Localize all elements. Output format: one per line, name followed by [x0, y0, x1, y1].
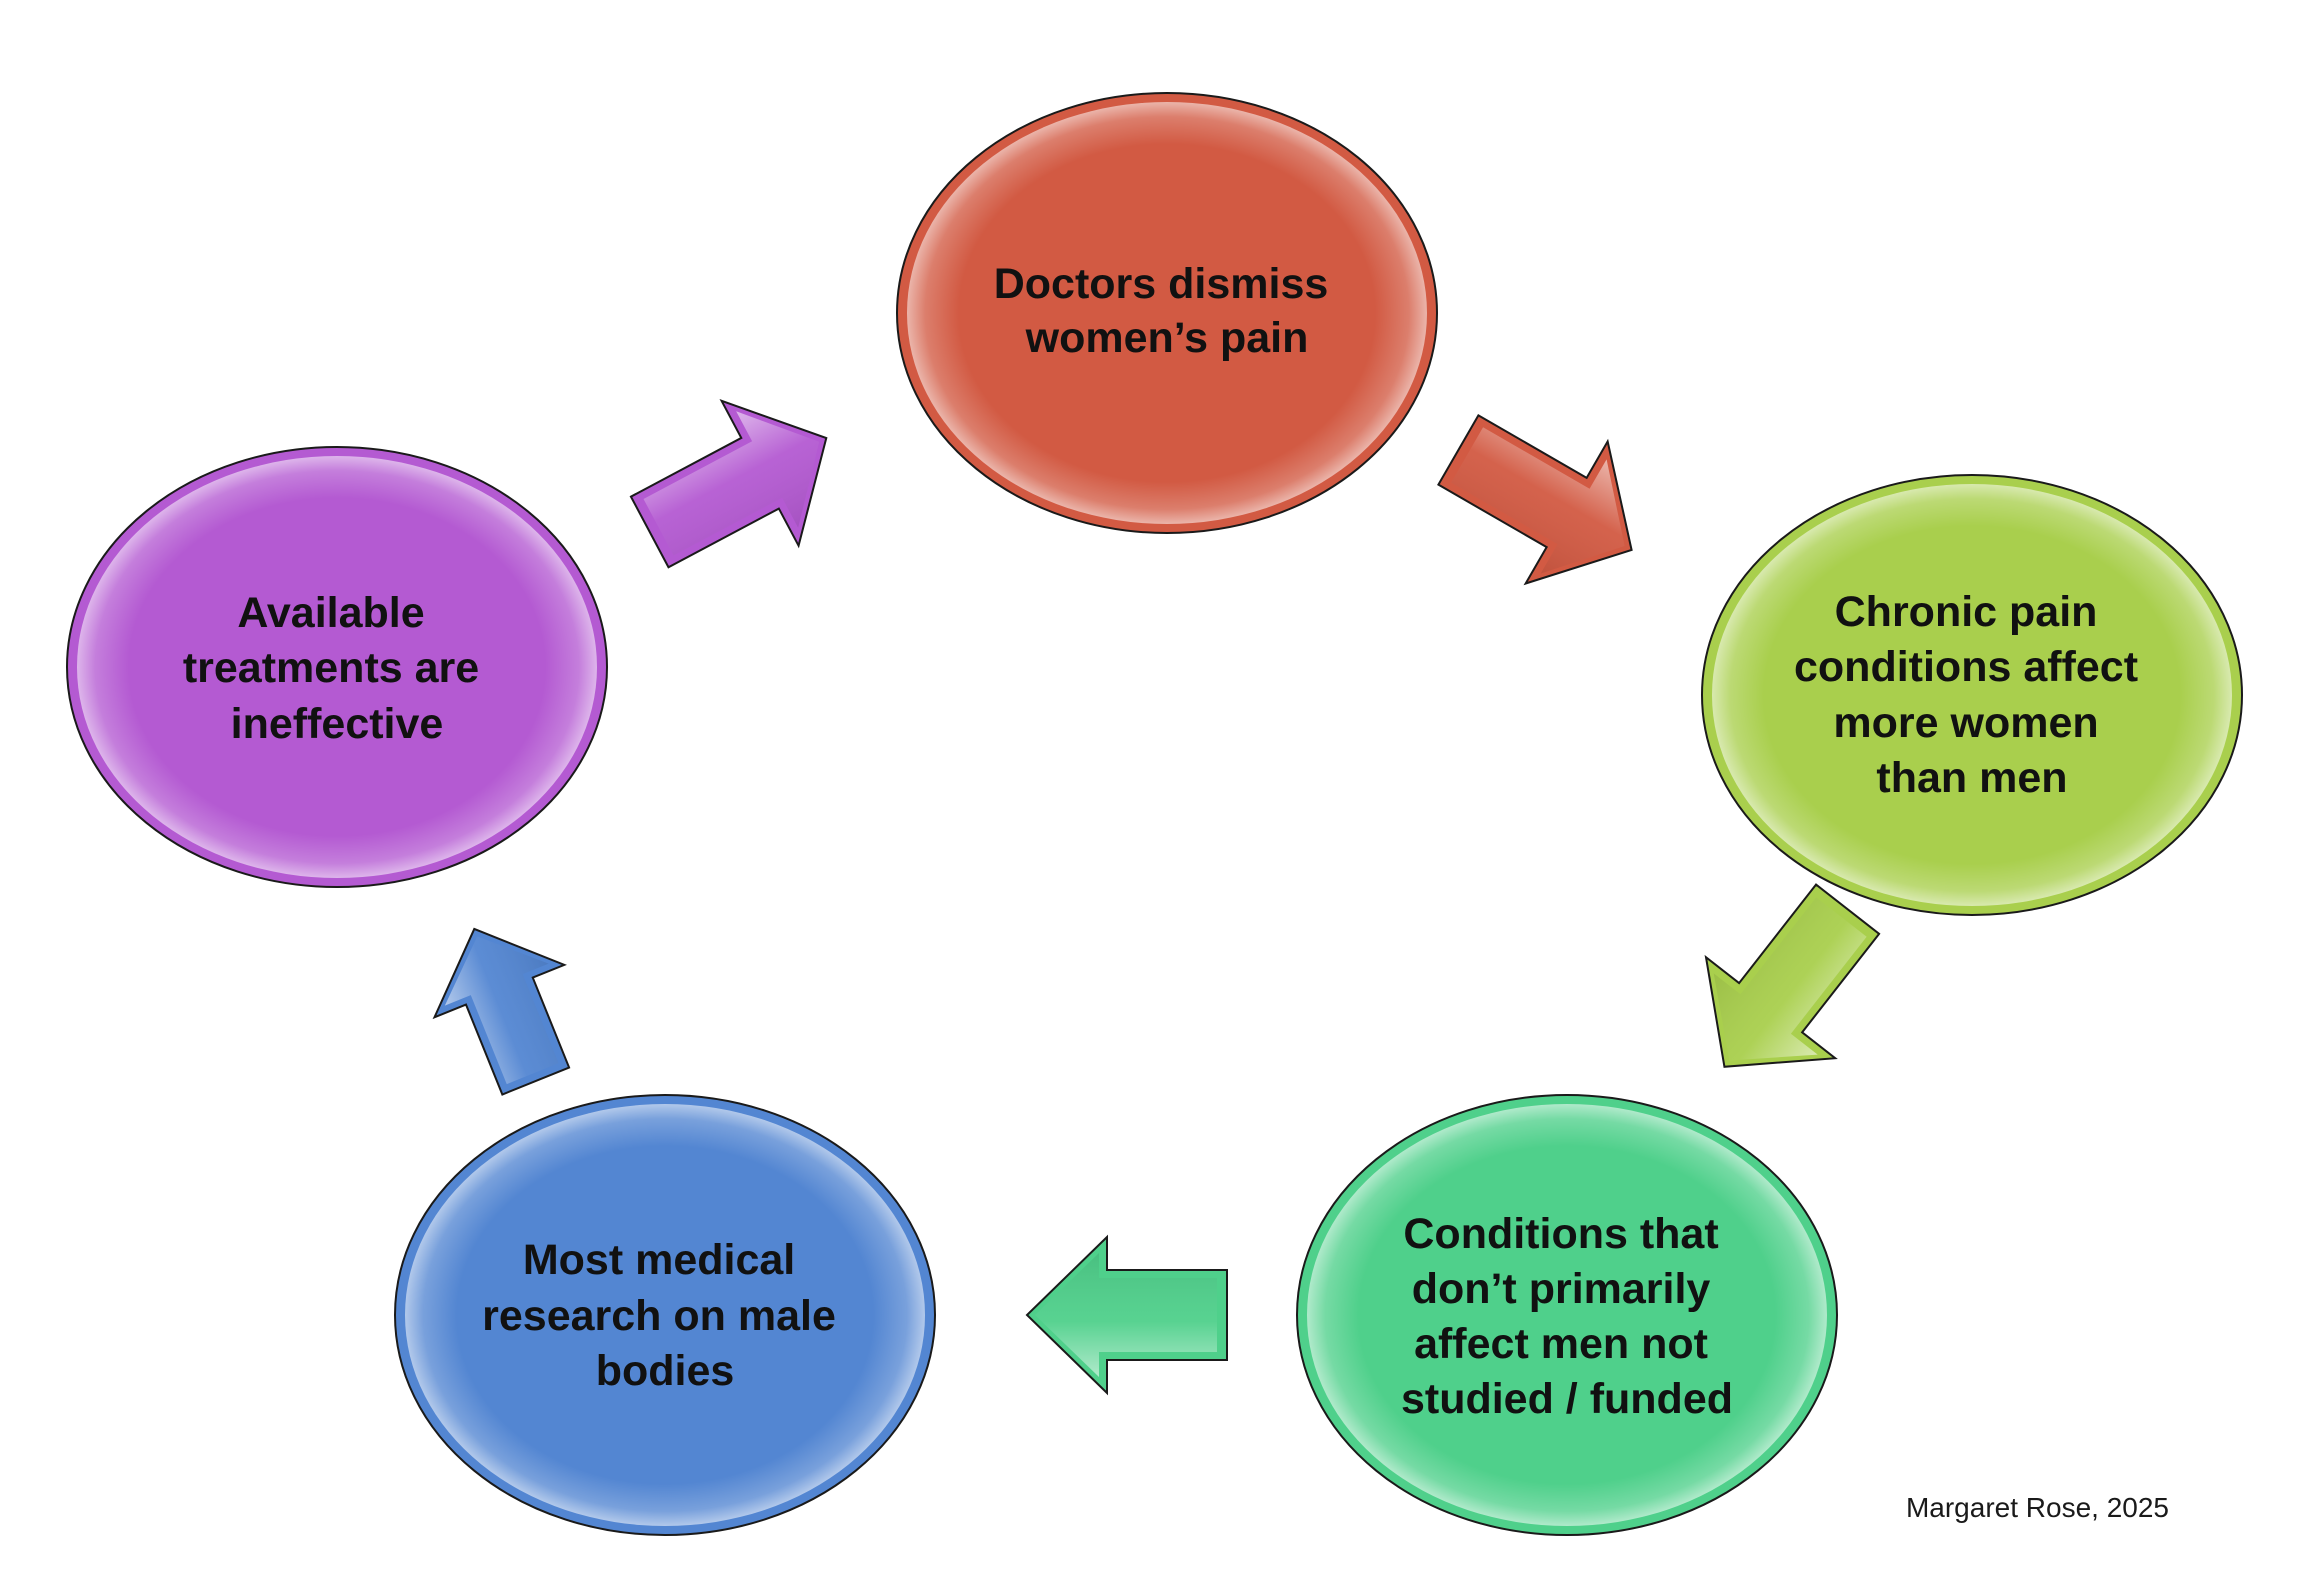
node-research-sheen: [405, 1104, 925, 1526]
node-treatments-line-1: Available: [237, 589, 424, 637]
arrow-down-icon: [1704, 883, 1881, 1068]
node-conditions-line-1: Conditions that: [1403, 1210, 1718, 1258]
node-conditions-line-2: don’t primarily: [1412, 1265, 1711, 1313]
node-chronic-line-2: conditions affect: [1794, 643, 2138, 691]
arrow-treatments-to-doctors: [629, 399, 828, 569]
node-doctors-line-1: Doctors dismiss: [994, 260, 1329, 308]
arrow-research-to-treatments: [432, 927, 571, 1096]
node-chronic: Chronic pain conditions affect more wome…: [1701, 474, 2243, 916]
arrow-doctors-to-chronic: [1437, 413, 1633, 586]
node-treatments-sheen: [77, 456, 597, 878]
node-research: Most medical research on male bodies: [394, 1094, 936, 1536]
node-chronic-sheen: [1712, 484, 2232, 906]
node-chronic-label: Chronic pain conditions affect more wome…: [1794, 588, 2150, 802]
arrow-left-icon: [1025, 1234, 1228, 1396]
arrow-conditions-to-research: [1025, 1234, 1228, 1396]
node-research-line-3: bodies: [596, 1347, 735, 1395]
arrow-right-icon: [629, 399, 828, 569]
node-chronic-line-4: than men: [1876, 754, 2067, 802]
node-conditions-label: Conditions that don’t primarily affect m…: [1401, 1210, 1733, 1423]
node-research-line-1: Most medical: [523, 1236, 795, 1284]
node-treatments-line-2: treatments are: [183, 644, 479, 692]
arrow-chronic-to-conditions: [1704, 883, 1881, 1068]
node-treatments-label: Available treatments are ineffective: [183, 589, 491, 748]
node-doctors-line-2: women’s pain: [1025, 314, 1309, 362]
node-chronic-line-1: Chronic pain: [1835, 588, 2098, 636]
node-chronic-line-3: more women: [1833, 699, 2098, 747]
node-conditions-line-3: affect men not: [1414, 1320, 1708, 1368]
node-doctors-label: Doctors dismiss women’s pain: [994, 260, 1341, 362]
node-research-line-2: research on male: [482, 1292, 836, 1340]
node-conditions-sheen: [1307, 1104, 1827, 1526]
author-credit: Margaret Rose, 2025: [1905, 1492, 2169, 1523]
node-doctors-sheen: [907, 102, 1427, 524]
node-doctors: Doctors dismiss women’s pain: [896, 92, 1438, 534]
node-treatments-line-3: ineffective: [231, 700, 444, 748]
node-conditions: Conditions that don’t primarily affect m…: [1296, 1094, 1838, 1536]
node-research-label: Most medical research on male bodies: [482, 1236, 848, 1395]
arrow-right-icon: [1437, 413, 1633, 586]
arrow-up-icon: [432, 927, 571, 1096]
node-treatments: Available treatments are ineffective: [66, 446, 608, 888]
node-conditions-line-4: studied / funded: [1401, 1375, 1733, 1423]
